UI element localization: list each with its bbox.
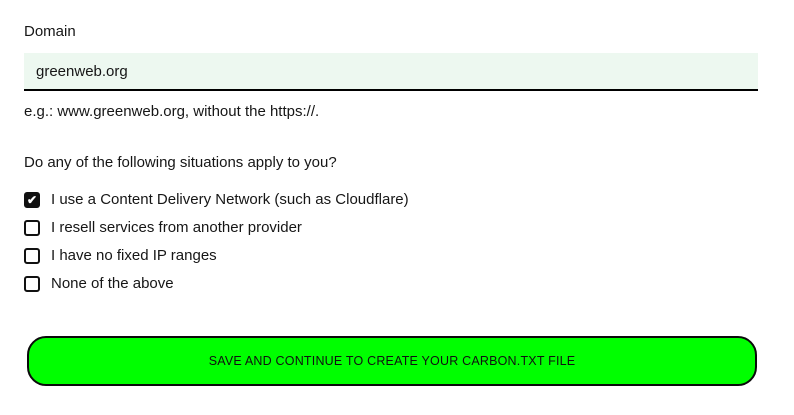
checkbox-label: None of the above — [51, 275, 174, 292]
checkbox-label: I use a Content Delivery Network (such a… — [51, 191, 409, 208]
checkbox-row[interactable]: ✔ I resell services from another provide… — [24, 220, 758, 236]
checkbox[interactable]: ✔ — [24, 192, 40, 208]
checkbox-row[interactable]: ✔ I use a Content Delivery Network (such… — [24, 192, 758, 208]
situations-question: Do any of the following situations apply… — [24, 154, 337, 171]
save-and-continue-button[interactable]: SAVE AND CONTINUE TO CREATE YOUR CARBON.… — [27, 336, 757, 386]
domain-label: Domain — [24, 23, 76, 40]
checkbox-list: ✔ I use a Content Delivery Network (such… — [24, 192, 758, 292]
checkbox[interactable]: ✔ — [24, 276, 40, 292]
checkbox-row[interactable]: ✔ None of the above — [24, 276, 758, 292]
checkbox-label: I resell services from another provider — [51, 219, 302, 236]
checkmark-icon: ✔ — [26, 193, 38, 207]
checkbox[interactable]: ✔ — [24, 248, 40, 264]
domain-input[interactable] — [24, 53, 758, 91]
domain-help-text: e.g.: www.greenweb.org, without the http… — [24, 103, 320, 120]
checkbox-row[interactable]: ✔ I have no fixed IP ranges — [24, 248, 758, 264]
domain-form: Domain e.g.: www.greenweb.org, without t… — [24, 23, 758, 386]
checkbox[interactable]: ✔ — [24, 220, 40, 236]
checkbox-label: I have no fixed IP ranges — [51, 247, 217, 264]
